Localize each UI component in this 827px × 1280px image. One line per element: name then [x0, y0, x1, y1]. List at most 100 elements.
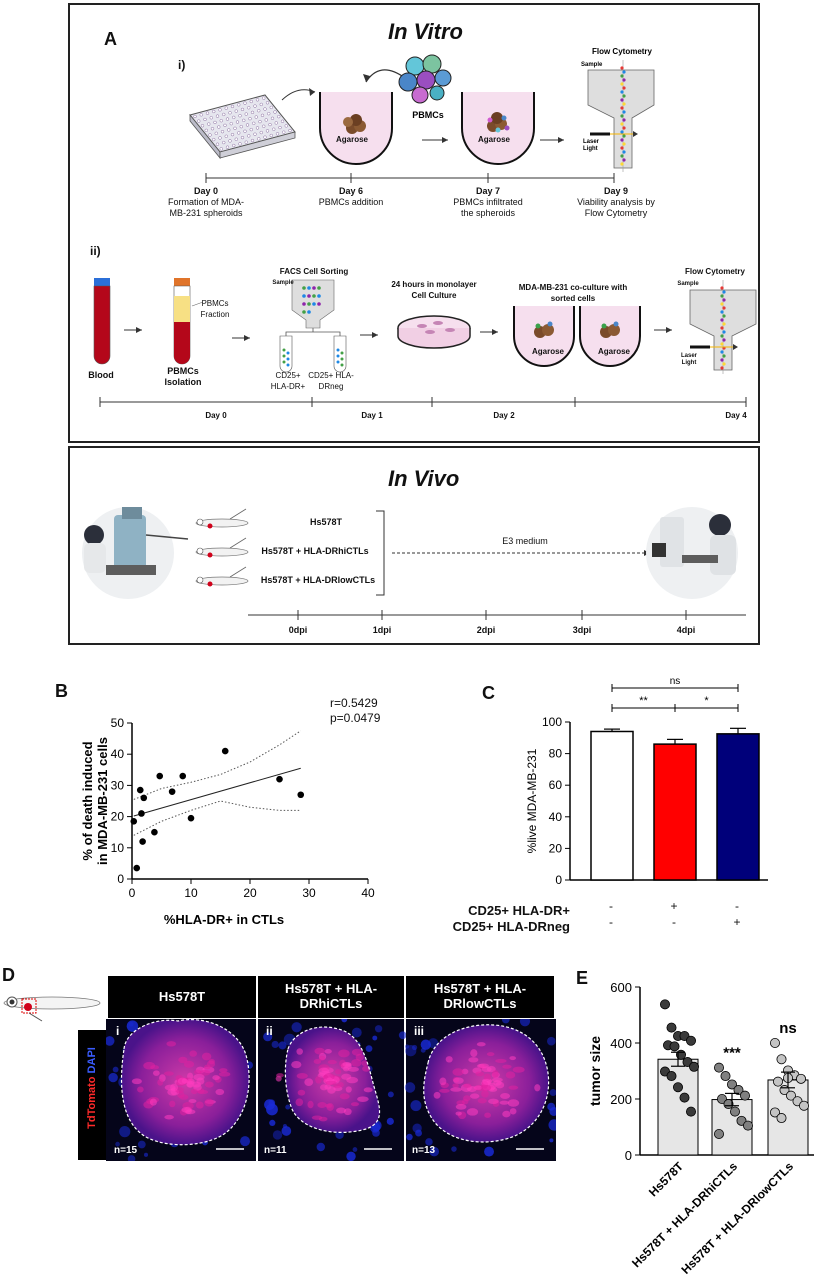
tumor-cell — [488, 1098, 499, 1104]
e-category-label: Hs578T + HLA-DRhiCTLs — [629, 1159, 740, 1270]
c-row-label-2: CD25+ HLA-DRneg — [452, 919, 570, 934]
dapi-speckle — [406, 1133, 413, 1141]
panel-e-letter: E — [576, 968, 589, 988]
e-data-point — [726, 1079, 737, 1090]
tumor-cell — [345, 1086, 352, 1093]
e-y-label: tumor size — [587, 1036, 603, 1106]
panel-b-letter: B — [55, 681, 68, 701]
tumor-cell — [335, 1069, 342, 1075]
dapi-speckle — [548, 1119, 556, 1131]
tumor-cell — [481, 1090, 489, 1098]
in-vitro-row-ii-diagram — [93, 278, 757, 407]
tumor-cell — [304, 1078, 314, 1087]
tumor-cell — [291, 1060, 302, 1069]
b-data-point — [138, 810, 145, 817]
tumor-cell — [452, 1083, 459, 1088]
tumor-cell — [342, 1061, 352, 1067]
b-x-label: %HLA-DR+ in CTLs — [164, 912, 284, 927]
tumor-cell — [341, 1073, 352, 1080]
dapi-speckle — [126, 1020, 139, 1032]
b-y-label-line1: % of death induced — [80, 741, 95, 860]
c-row1-g3: - — [735, 899, 739, 913]
b-data-point — [130, 817, 138, 825]
image-2-n: n=11 — [264, 1145, 287, 1156]
c-row1-g1: - — [609, 899, 613, 913]
zebrafish-larva-icon-1 — [195, 508, 249, 529]
dapi-speckle — [119, 1126, 131, 1138]
tumor-outline — [284, 1026, 381, 1133]
tumor-cell — [318, 1067, 330, 1075]
well-plate-icon — [189, 94, 296, 160]
c-y-tick-label: 80 — [549, 747, 563, 761]
e-data-point — [673, 1082, 684, 1093]
e-data-point — [713, 1128, 724, 1139]
tumor-cell — [307, 1100, 314, 1109]
tumor-cell — [164, 1114, 174, 1120]
coculture-label: MDA-MB-231 co-culture with sorted cells — [518, 283, 628, 303]
tumor-cell — [469, 1093, 480, 1099]
c-y-label-text: %live MDA-MB-231 — [525, 748, 539, 853]
pbmcs-isolation-label: PBMCs Isolation — [164, 366, 202, 387]
tumor-outline — [423, 1024, 550, 1143]
dapi-speckle — [404, 1044, 410, 1049]
tumor-cell — [320, 1084, 328, 1091]
tumor-cell — [195, 1101, 204, 1109]
dapi-speckle — [386, 1117, 394, 1125]
tumor-cell — [347, 1066, 359, 1072]
dapi-speckle — [316, 1142, 326, 1152]
b-y-tick-label: 10 — [111, 841, 125, 855]
image-1-title: Hs578T — [108, 976, 256, 1018]
dapi-speckle — [335, 1130, 344, 1139]
dapi-speckle — [549, 1107, 556, 1116]
e-data-point — [716, 1093, 727, 1104]
tumor-cell — [201, 1052, 212, 1061]
tumor-cell — [480, 1084, 492, 1091]
e-category-label-group: Hs578T + HLA-DRlowCTLs — [678, 1159, 796, 1277]
panel-a-letter: A — [104, 29, 117, 49]
b-data-point — [168, 788, 176, 795]
dapi-speckle — [425, 1138, 433, 1146]
dapi-speckle — [112, 1066, 119, 1073]
dapi-speckle — [272, 1130, 283, 1140]
panel-d-letter: D — [2, 965, 15, 985]
tumor-cell — [534, 1084, 541, 1092]
image-3-roman: iii — [414, 1024, 425, 1038]
dapi-speckle — [352, 1147, 358, 1152]
row-i-label: i) — [178, 58, 186, 72]
c-row2-g1: - — [609, 915, 613, 929]
petri-dish-icon — [397, 315, 471, 349]
timeline-ii-day1: Day 1 — [361, 411, 383, 420]
image-1-n: n=15 — [114, 1145, 138, 1156]
tumor-cell — [470, 1049, 478, 1058]
zebrafish-larva-icon-2 — [195, 537, 249, 558]
agarose-i-b: Agarose — [477, 135, 510, 144]
tumor-cell — [439, 1088, 450, 1093]
b-data-point — [133, 864, 141, 872]
e-data-point — [713, 1062, 724, 1073]
dapi-speckle — [547, 1036, 556, 1046]
dapi-speckle — [365, 1045, 373, 1053]
tumor-cell — [466, 1108, 479, 1116]
b-fit-line — [133, 767, 301, 817]
dapi-speckle — [127, 1155, 136, 1161]
dpi-4: 4dpi — [676, 625, 696, 635]
tumor-cell — [492, 1070, 499, 1078]
e-data-point — [769, 1107, 780, 1118]
e-category-label-group: Hs578T + HLA-DRhiCTLs — [629, 1159, 740, 1270]
b-x-tick-label: 0 — [129, 886, 136, 900]
tumor-cell — [333, 1084, 342, 1089]
c-y-label: %live MDA-MB-231 — [525, 748, 539, 853]
dapi-speckle — [346, 1151, 356, 1161]
tumor-cell — [463, 1083, 472, 1088]
tumor-cell — [183, 1060, 195, 1068]
tumor-cell — [363, 1087, 373, 1093]
e3-medium-label: E3 medium — [502, 536, 548, 546]
tumor-cell — [188, 1099, 197, 1104]
tumor-cell — [499, 1100, 510, 1105]
image-3-title: Hs578T + HLA-DRlowCTLs — [406, 976, 554, 1018]
c-row2-g3: + — [733, 915, 741, 929]
e-data-point — [798, 1100, 809, 1111]
image-2-title: Hs578T + HLA-DRhiCTLs — [258, 976, 404, 1018]
e-sig-label: ns — [779, 1020, 797, 1037]
tumor-cell — [439, 1077, 447, 1086]
